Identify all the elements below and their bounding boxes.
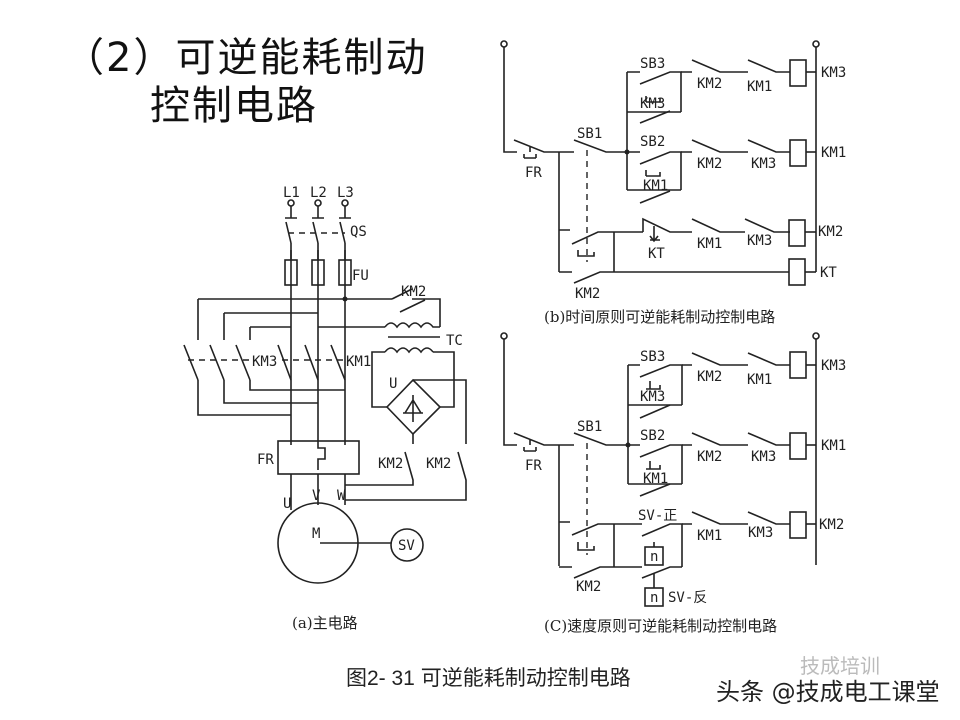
- page-title-line2: 控制电路: [150, 83, 318, 129]
- label-km2-r1-c: KM2: [697, 369, 722, 385]
- label-l1: L1: [283, 185, 300, 201]
- label-km2-bottom-c: KM2: [576, 579, 601, 595]
- label-km3-r3-c: KM3: [748, 525, 773, 541]
- label-fr-main: FR: [257, 452, 274, 468]
- label-km1-r1-c: KM1: [747, 372, 772, 388]
- main-circuit: L1 L2 L3 QS FU KM2 TC KM3 KM1: [183, 185, 467, 584]
- watermark: 头条 @技成电工课堂: [716, 678, 940, 706]
- label-km2-top: KM2: [401, 284, 426, 300]
- label-km1-hold-c: KM1: [643, 471, 668, 487]
- label-n1: n: [650, 549, 658, 565]
- label-coil-km2-b: KM2: [818, 224, 843, 240]
- figure-caption: 图2- 31 可逆能耗制动控制电路: [346, 667, 631, 690]
- label-km3-r3-b: KM3: [747, 233, 772, 249]
- speed-sensor-n2: [644, 587, 664, 607]
- label-coil-kt-b: KT: [820, 265, 837, 281]
- label-l2: L2: [310, 185, 327, 201]
- label-u: U: [283, 496, 291, 512]
- label-sb1-c: SB1: [577, 419, 602, 435]
- coil-km1-c: [789, 432, 807, 460]
- label-fr-c: FR: [525, 458, 542, 474]
- label-km2-r2-b: KM2: [697, 156, 722, 172]
- label-km2-r1-b: KM2: [697, 76, 722, 92]
- label-km3-hold-c: KM3: [640, 389, 665, 405]
- label-u-rect: U: [389, 376, 397, 392]
- label-sb3-b: SB3: [640, 56, 665, 72]
- label-km1-r1-b: KM1: [747, 79, 772, 95]
- coil-km3-c: [789, 351, 807, 379]
- label-km1-hold-b: KM1: [643, 178, 668, 194]
- label-sb2-c: SB2: [640, 428, 665, 444]
- coil-km3-b: [789, 59, 807, 87]
- label-coil-km3-c: KM3: [821, 358, 846, 374]
- label-w: W: [337, 488, 346, 504]
- label-sb3-c: SB3: [640, 349, 665, 365]
- label-sv-rev: SV-反: [668, 590, 707, 606]
- label-l3: L3: [337, 185, 354, 201]
- speed-relay-sv: [390, 528, 424, 562]
- label-km1-r3-c: KM1: [697, 528, 722, 544]
- label-motor: M: [312, 526, 320, 542]
- label-sb2-b: SB2: [640, 134, 665, 150]
- coil-km1-b: [789, 139, 807, 167]
- label-kt-b: KT: [648, 246, 665, 262]
- label-km3-main: KM3: [252, 354, 277, 370]
- label-v: V: [312, 488, 321, 504]
- caption-time-circuit: (b)时间原则可逆能耗制动控制电路: [544, 308, 776, 326]
- speed-circuit: FR SB1 SB3 KM3 KM2 KM1 KM3 SB2 KM1 KM2 K…: [500, 332, 846, 607]
- label-qs: QS: [350, 224, 367, 240]
- label-km3-r2-c: KM3: [751, 449, 776, 465]
- label-km2-a: KM2: [378, 456, 403, 472]
- label-n2: n: [650, 590, 658, 606]
- page-title-line1: （2）可逆能耗制动: [64, 35, 428, 81]
- label-km3-r2-b: KM3: [751, 156, 776, 172]
- label-km1-r3-b: KM1: [697, 236, 722, 252]
- label-coil-km3-b: KM3: [821, 65, 846, 81]
- label-km2-r2-c: KM2: [697, 449, 722, 465]
- coil-km2-b: [788, 219, 806, 247]
- label-coil-km1-b: KM1: [821, 145, 846, 161]
- watermark-faint: 技成培训: [800, 654, 880, 678]
- label-fu: FU: [352, 268, 369, 284]
- label-km1-main: KM1: [346, 354, 371, 370]
- coil-km2-c: [789, 511, 807, 539]
- label-km3-hold-b: KM3: [640, 96, 665, 112]
- label-sb1-b: SB1: [577, 126, 602, 142]
- label-coil-km2-c: KM2: [819, 517, 844, 533]
- speed-sensor-n1: [644, 546, 664, 566]
- caption-speed-circuit: (C)速度原则可逆能耗制动控制电路: [544, 617, 778, 635]
- label-sv: SV: [398, 538, 415, 554]
- label-km2-bottom-b: KM2: [575, 286, 600, 302]
- label-fr-b: FR: [525, 165, 542, 181]
- label-sv-fwd: SV-正: [638, 508, 677, 524]
- time-circuit: FR SB1 SB3 KM3 KM2 KM1 KM3 SB2 KM1 KM2 K…: [500, 40, 846, 302]
- label-km2-b: KM2: [426, 456, 451, 472]
- caption-main-circuit: (a)主电路: [292, 614, 358, 632]
- coil-kt-b: [788, 258, 806, 286]
- label-tc: TC: [446, 333, 463, 349]
- label-coil-km1-c: KM1: [821, 438, 846, 454]
